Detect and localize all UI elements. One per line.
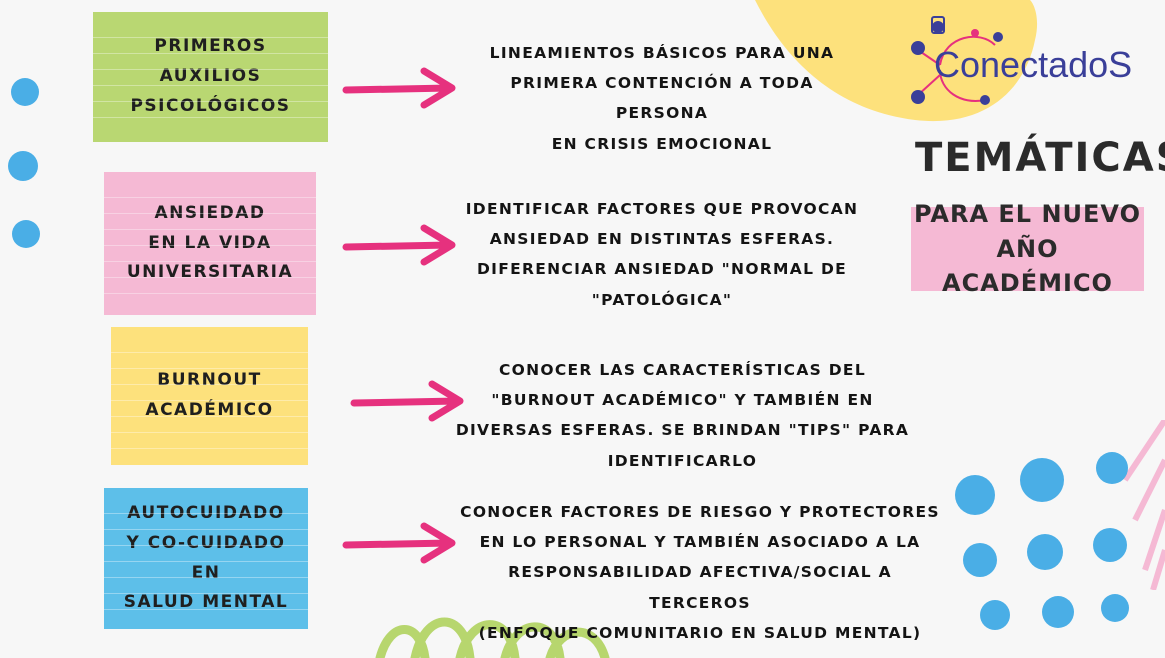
dot-icon — [8, 151, 38, 181]
topic-note-autocuidado: AUTOCUIDADO Y CO-CUIDADO EN SALUD MENTAL — [104, 488, 308, 629]
topic-note-primeros-auxilios: PRIMEROS AUXILIOS PSICOLÓGICOS — [93, 12, 328, 142]
pink-stripes — [1122, 420, 1165, 590]
network-people-icon — [911, 16, 1003, 105]
topic-label: AUTOCUIDADO Y CO-CUIDADO EN SALUD MENTAL — [123, 503, 289, 613]
arrow-right-icon — [350, 380, 464, 422]
topic-description: IDENTIFICAR FACTORES QUE PROVOCAN ANSIED… — [465, 200, 859, 309]
green-scribble — [375, 617, 610, 658]
topic-description: LINEAMIENTOS BÁSICOS PARA UNA PRIMERA CO… — [489, 44, 835, 153]
page-title: TEMÁTICAS — [915, 135, 1165, 181]
dot-icon — [11, 78, 39, 106]
page-subtitle: PARA EL NUEVO AÑO ACADÉMICO — [911, 200, 1144, 297]
topic-label: BURNOUT ACADÉMICO — [145, 370, 274, 420]
arrow-right-icon — [342, 67, 456, 109]
dots-cluster — [955, 452, 1129, 630]
dot-icon — [12, 220, 40, 248]
topic-label: PRIMEROS AUXILIOS PSICOLÓGICOS — [130, 36, 291, 116]
topic-note-ansiedad: ANSIEDAD EN LA VIDA UNIVERSITARIA — [104, 172, 316, 315]
topic-description: CONOCER FACTORES DE RIESGO Y PROTECTORES… — [460, 503, 940, 642]
yellow-blob — [755, 0, 1038, 122]
topic-label: ANSIEDAD EN LA VIDA UNIVERSITARIA — [126, 202, 294, 283]
arrow-right-icon — [342, 522, 456, 564]
topic-note-burnout: BURNOUT ACADÉMICO — [111, 327, 308, 465]
topic-description: CONOCER LAS CARACTERÍSTICAS DEL "BURNOUT… — [455, 361, 910, 470]
brand-name: ConectadoS — [934, 44, 1133, 85]
arrow-right-icon — [342, 224, 456, 266]
